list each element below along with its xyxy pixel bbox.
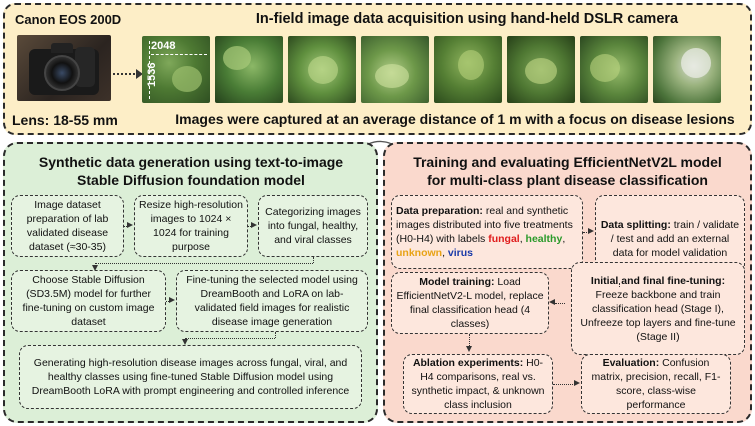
image-width-label: 2048 <box>151 40 176 52</box>
camera-arrow-head <box>136 69 143 79</box>
flow-arrow <box>553 384 575 385</box>
image-height-label: 1536 <box>146 62 158 87</box>
generate-images-box: Generating high-resolution disease image… <box>19 345 362 409</box>
flow-arrow <box>555 303 565 304</box>
evaluation-box: Evaluation: Confusion matrix, precision,… <box>581 354 731 414</box>
leaf-photo-thumbnail <box>580 36 648 103</box>
flow-arrow <box>95 263 96 266</box>
leaf-photo-thumbnail <box>434 36 502 103</box>
width-dimension-line <box>151 54 207 55</box>
flow-arrow-head <box>574 380 580 386</box>
flow-arrow-head <box>92 265 98 271</box>
camera-name: Canon EOS 200D <box>15 12 122 27</box>
training-evaluation-panel: Training and evaluating EfficientNetV2L … <box>383 142 752 423</box>
categorize-images-box: Categorizing images into fungal, healthy… <box>258 195 368 257</box>
leaf-photo-thumbnail <box>361 36 429 103</box>
flow-arrow <box>95 263 313 264</box>
acquisition-title: In-field image data acquisition using ha… <box>255 11 679 27</box>
flow-arrow <box>275 332 276 338</box>
label-fungal: fungal <box>488 233 520 245</box>
flow-arrow-head <box>251 222 257 228</box>
flow-arrow-head <box>588 228 594 234</box>
flow-arrow <box>248 226 253 227</box>
flow-arrow <box>185 338 275 339</box>
flow-arrow-head <box>182 339 188 345</box>
flow-arrow <box>313 257 314 263</box>
flow-arrow-head <box>169 297 175 303</box>
camera-arrow <box>113 73 139 75</box>
synthetic-generation-panel: Synthetic data generation using text-to-… <box>3 142 378 423</box>
resize-images-box: Resize high-resolution images to 1024 × … <box>134 195 248 257</box>
synthetic-panel-title: Synthetic data generation using text-to-… <box>38 154 344 188</box>
dslr-camera-icon <box>17 35 111 101</box>
leaf-photo-thumbnail <box>215 36 283 103</box>
flow-arrow-head <box>549 299 555 305</box>
fine-tuning-stages-box: Initial and final fine-tuning:Freeze bac… <box>571 262 745 355</box>
choose-model-box: Choose Stable Diffusion (SD3.5M) model f… <box>11 270 166 332</box>
leaf-photo-thumbnail <box>507 36 575 103</box>
leaf-photo-thumbnail <box>288 36 356 103</box>
flow-arrow-head <box>127 222 133 228</box>
label-healthy: healthy <box>525 233 563 245</box>
lens-label: Lens: 18-55 mm <box>12 112 118 128</box>
training-panel-title: Training and evaluating EfficientNetV2L … <box>413 154 722 188</box>
flow-arrow-head <box>466 346 472 352</box>
flow-arrow <box>469 334 470 346</box>
dataset-preparation-box: Image dataset preparation of lab validat… <box>11 195 124 257</box>
leaf-photo-thumbnail <box>653 36 721 103</box>
data-acquisition-panel: Canon EOS 200D In-field image data acqui… <box>3 3 752 135</box>
label-unknown: unknown <box>396 247 443 259</box>
fine-tuning-box: Fine-tuning the selected model using Dre… <box>176 270 368 332</box>
leaf-photo-thumbnail <box>142 36 210 103</box>
flow-arrow <box>583 232 589 233</box>
label-virus: virus <box>447 247 474 259</box>
flow-arrow <box>124 226 129 227</box>
capture-note: Images were captured at an average dista… <box>175 111 735 127</box>
model-training-box: Model training: Load EfficientNetV2-L mo… <box>391 272 549 334</box>
data-preparation-box: Data preparation: real and synthetic ima… <box>391 195 583 269</box>
ablation-experiments-box: Ablation experiments: H0-H4 comparisons,… <box>403 354 553 414</box>
flow-arrow <box>619 283 620 287</box>
flow-arrow <box>166 301 171 302</box>
height-dimension-line <box>149 41 150 99</box>
